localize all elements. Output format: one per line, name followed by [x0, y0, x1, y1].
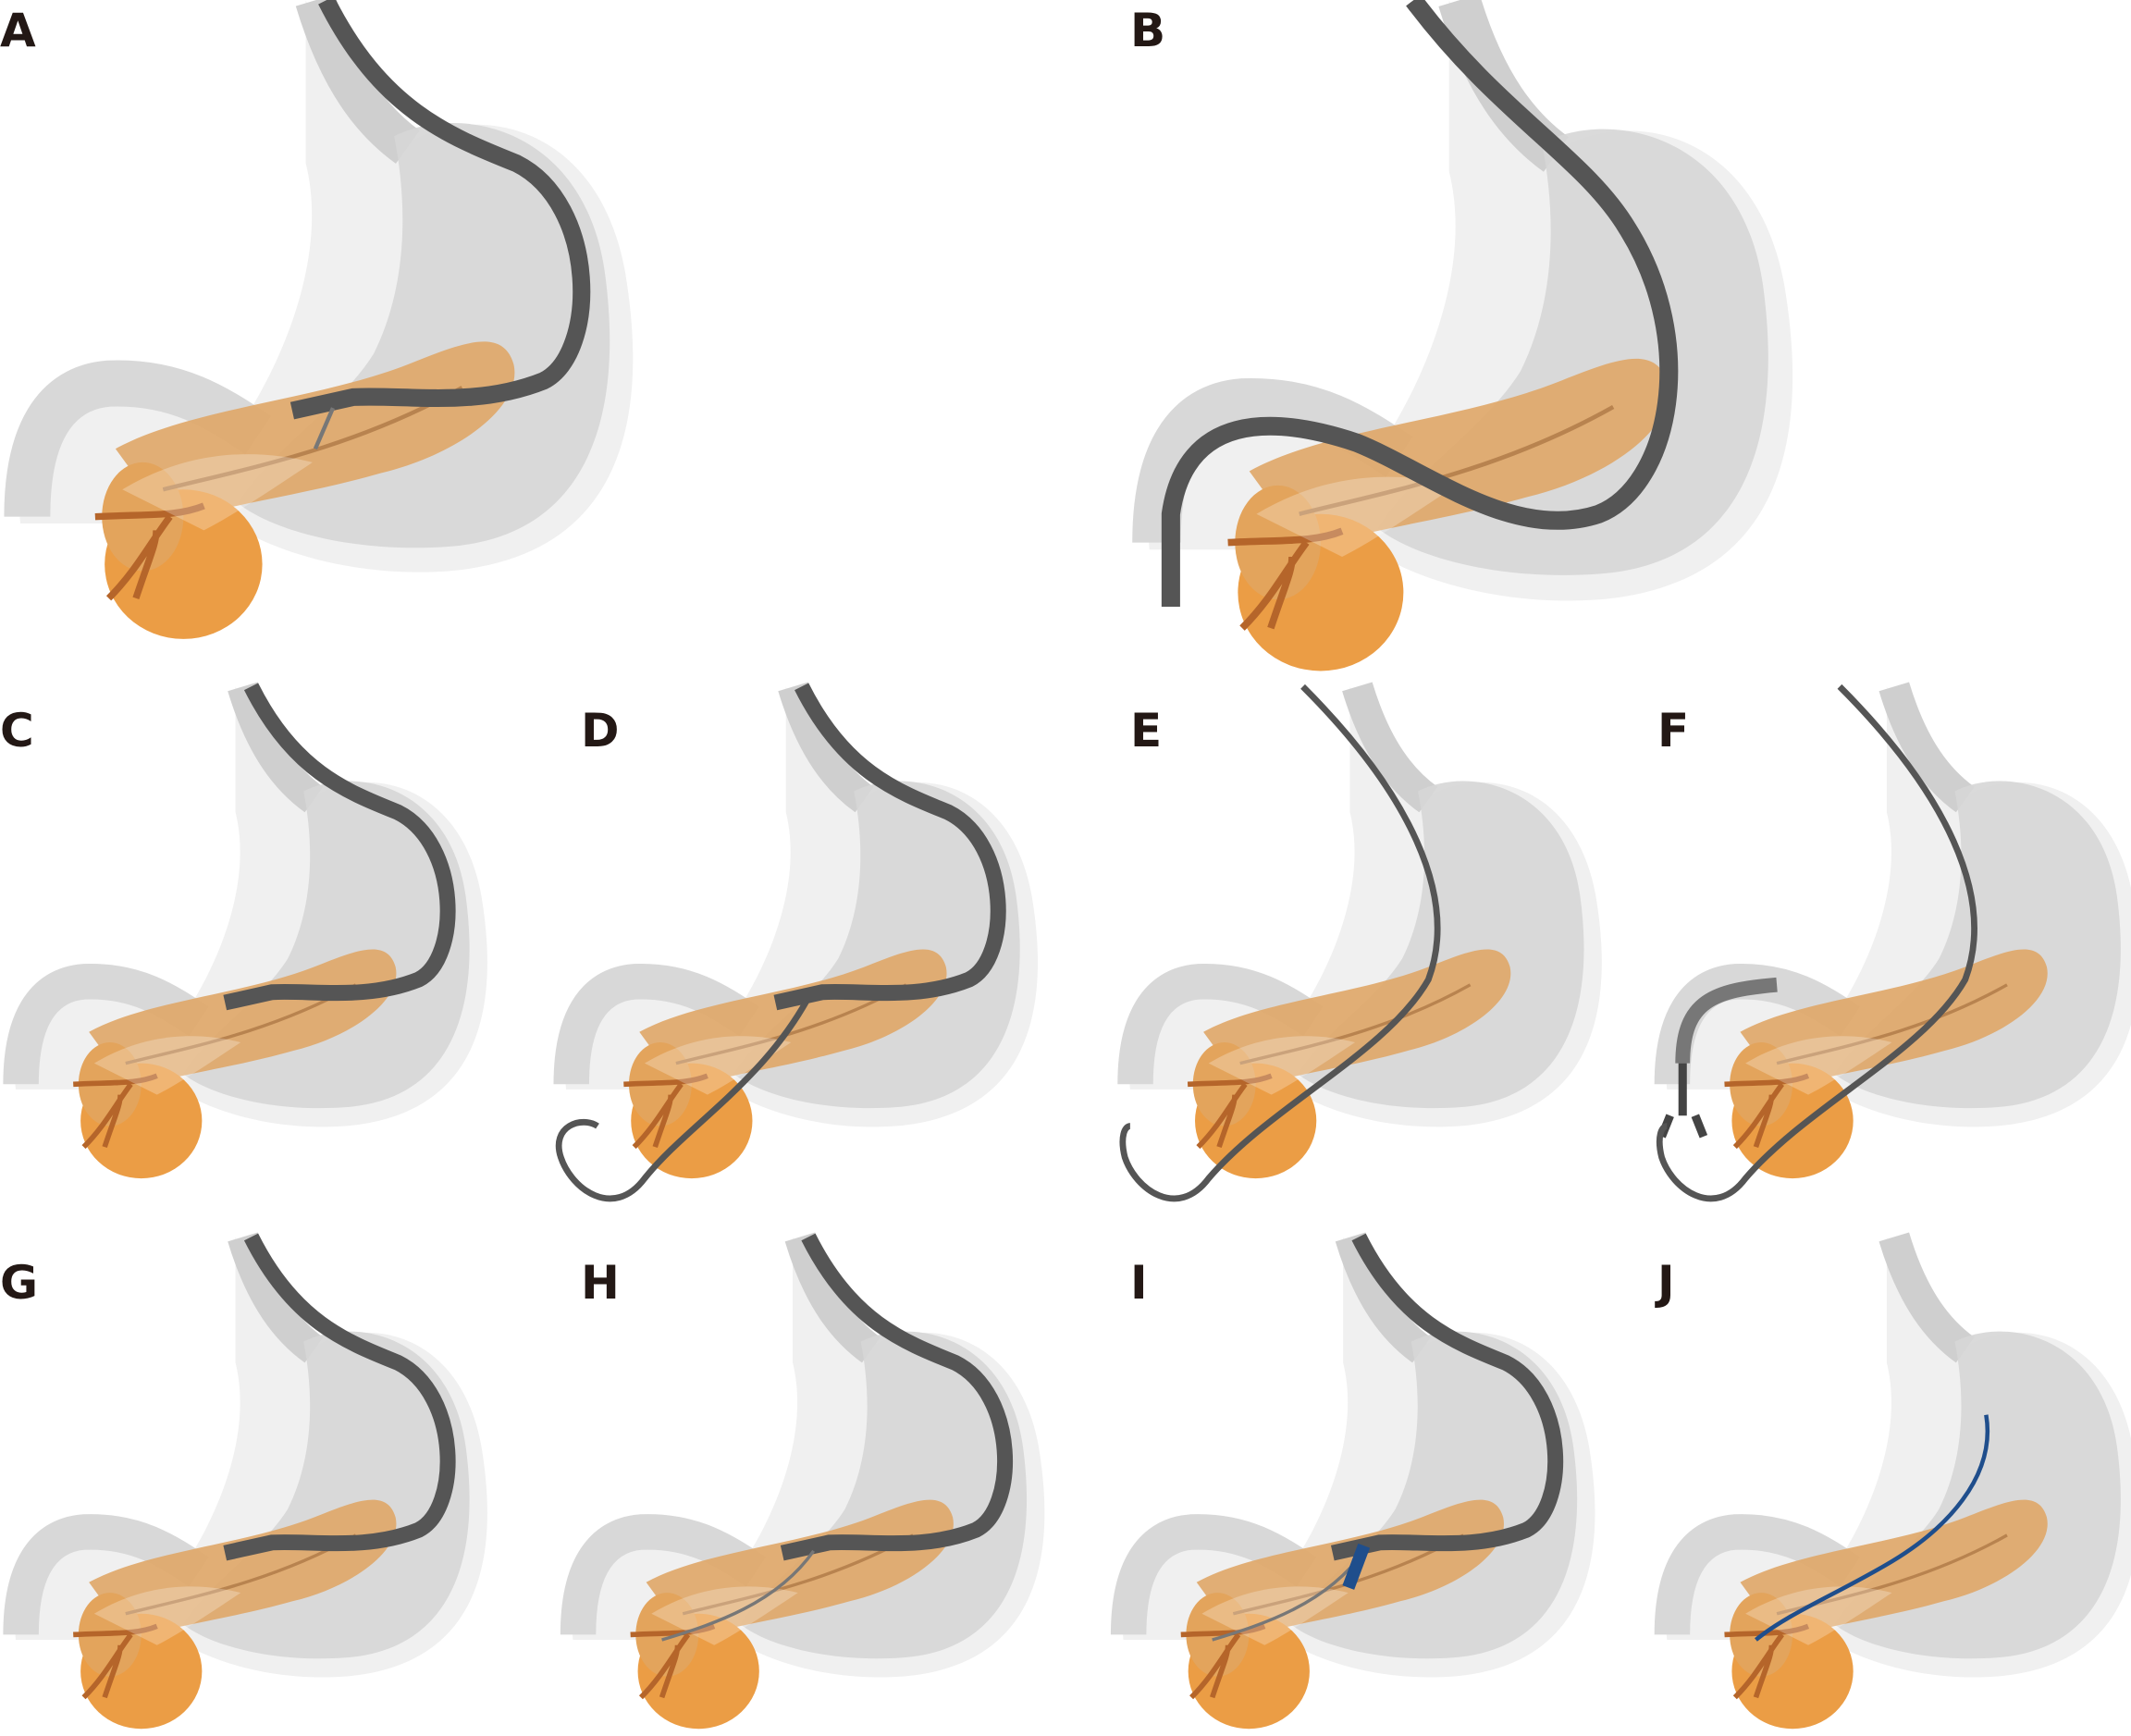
stent — [1342, 1543, 1371, 1590]
panel-label-g: G — [0, 1256, 39, 1310]
guidewire — [555, 999, 810, 1202]
panel-f — [1656, 683, 2131, 1202]
panel-label-c: C — [0, 704, 34, 757]
panel-label-e: E — [1130, 704, 1163, 757]
guidewire — [1119, 683, 1441, 1202]
panel-c — [15, 686, 487, 1178]
panel-label-h: H — [581, 1256, 620, 1310]
panel-label-d: D — [581, 704, 620, 757]
panel-e — [1119, 683, 1602, 1202]
panel-d — [555, 686, 1038, 1202]
panel-label-i: I — [1130, 1256, 1148, 1310]
panel-a — [19, 0, 633, 639]
panel-h — [573, 1237, 1045, 1729]
panel-label-j: J — [1657, 1256, 1675, 1310]
panel-label-b: B — [1130, 4, 1166, 57]
panel-g — [15, 1237, 487, 1729]
panel-label-f: F — [1657, 704, 1690, 757]
stent — [1755, 1414, 1990, 1642]
needle — [313, 407, 336, 450]
panel-label-a: A — [0, 4, 36, 57]
echoendoscope — [289, 0, 591, 420]
echoendoscope — [1161, 0, 1679, 608]
panel-j — [1666, 1237, 2131, 1729]
panel-i — [1123, 1237, 1595, 1729]
panel-b — [1149, 0, 1793, 671]
guidewire — [1656, 683, 1977, 1202]
